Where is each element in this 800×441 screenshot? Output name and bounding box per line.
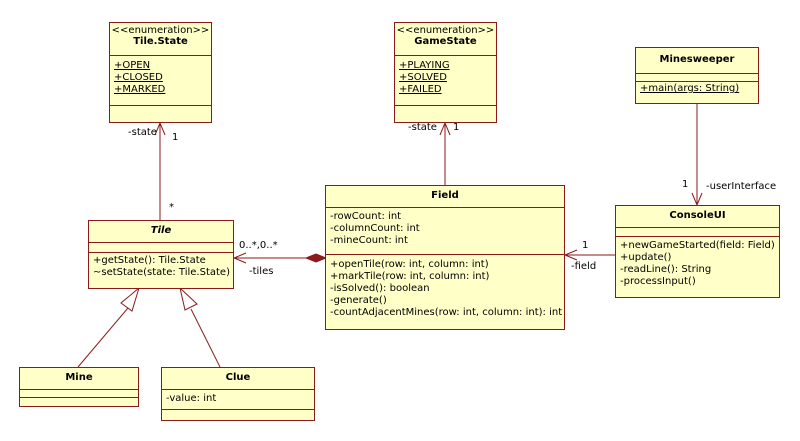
tiles-multiplicity: 0..*,0..* [239,240,278,251]
clue-class[interactable]: Clue -value: int [161,367,315,421]
tile-name: Tile [150,225,172,236]
tile-state-header: <<enumeration>> Tile.State [110,23,211,56]
game-state-literal: +SOLVED [399,72,447,83]
tile-state-enumeration[interactable]: <<enumeration>> Tile.State +OPEN +CLOSED… [109,22,212,123]
tile-operation: +getState(): Tile.State [93,255,206,266]
console-ui-attributes [616,228,779,237]
tiles-role-label: -tiles [249,266,274,277]
field-to-game-state-association [439,121,451,185]
field-operation: +openTile(row: int, column: int) [330,259,489,270]
tile-state-literal: +OPEN [114,60,151,71]
tile-star-multiplicity: * [169,202,174,213]
clue-attribute: -value: int [166,393,217,404]
field-operation: -isSolved(): boolean [330,283,430,294]
field-attribute: -rowCount: int [330,211,402,222]
field-operations: +openTile(row: int, column: int) +markTi… [326,255,564,321]
console-ui-name: ConsoleUI [669,210,726,221]
minesweeper-to-console-ui-association [691,104,703,207]
game-state-operations [395,106,496,110]
tile-to-tile-state-association [154,121,166,220]
game-state-multiplicity: 1 [453,122,460,133]
clue-name: Clue [225,372,251,383]
minesweeper-class[interactable]: Minesweeper +main(args: String) [635,47,759,104]
field-role-label: -field [571,261,597,272]
clue-header: Clue [162,368,314,390]
mine-class[interactable]: Mine [19,367,139,407]
minesweeper-header: Minesweeper [636,48,758,74]
minesweeper-name: Minesweeper [659,54,735,65]
tile-state-literal: +CLOSED [114,72,163,83]
user-interface-multiplicity: 1 [682,179,689,190]
minesweeper-operations: +main(args: String) [636,82,758,97]
game-state-literal: +PLAYING [399,60,450,71]
tile-state-multiplicity: 1 [172,132,179,143]
game-state-literal: +FAILED [399,84,442,95]
clue-to-tile-generalization [179,286,221,368]
field-to-tile-composition [232,252,328,264]
console-ui-operation: -readLine(): String [620,264,712,275]
tile-operations: +getState(): Tile.State ~setState(state:… [89,253,233,281]
field-operation: -countAdjacentMines(row: int, column: in… [330,307,563,318]
minesweeper-operation: +main(args: String) [640,83,740,94]
field-class[interactable]: Field -rowCount: int -columnCount: int -… [325,185,565,330]
field-attributes: -rowCount: int -columnCount: int -mineCo… [326,208,564,255]
field-operation: -generate() [330,295,387,306]
minesweeper-attributes [636,74,758,82]
console-ui-header: ConsoleUI [616,206,779,228]
console-ui-operation: +newGameStarted(field: Field) [620,240,775,251]
tile-state-role-label: -state [128,127,157,138]
tile-state-operations [110,106,211,110]
tile-state-literal: +MARKED [114,84,166,95]
field-multiplicity: 1 [582,240,589,251]
console-ui-operations: +newGameStarted(field: Field) +update() … [616,237,779,290]
game-state-role-label: -state [408,122,437,133]
tile-state-stereotype: <<enumeration>> [111,25,210,36]
field-name: Field [431,190,459,201]
mine-to-tile-generalization [77,286,140,368]
tile-header: Tile [89,221,233,243]
mine-name: Mine [65,372,93,383]
game-state-stereotype: <<enumeration>> [396,25,495,36]
field-attribute: -columnCount: int [330,223,420,234]
console-ui-operation: -processInput() [620,276,696,287]
user-interface-role-label: -userInterface [706,181,777,192]
console-ui-to-field-association [563,249,615,261]
game-state-header: <<enumeration>> GameState [395,23,496,56]
tile-state-literals: +OPEN +CLOSED +MARKED [110,56,211,106]
tile-operation: ~setState(state: Tile.State) [93,267,230,278]
field-operation: +markTile(row: int, column: int) [330,271,490,282]
game-state-enumeration[interactable]: <<enumeration>> GameState +PLAYING +SOLV… [394,22,497,123]
tile-class[interactable]: Tile +getState(): Tile.State ~setState(s… [88,220,234,289]
mine-header: Mine [20,368,138,390]
console-ui-operation: +update() [620,252,672,263]
field-header: Field [326,186,564,208]
clue-attributes: -value: int [162,390,314,410]
mine-attributes [20,390,138,398]
game-state-literals: +PLAYING +SOLVED +FAILED [395,56,496,106]
game-state-name: GameState [414,36,477,47]
tile-attributes [89,243,233,253]
field-attribute: -mineCount: int [330,235,408,246]
tile-state-name: Tile.State [133,36,188,47]
console-ui-class[interactable]: ConsoleUI +newGameStarted(field: Field) … [615,205,780,298]
